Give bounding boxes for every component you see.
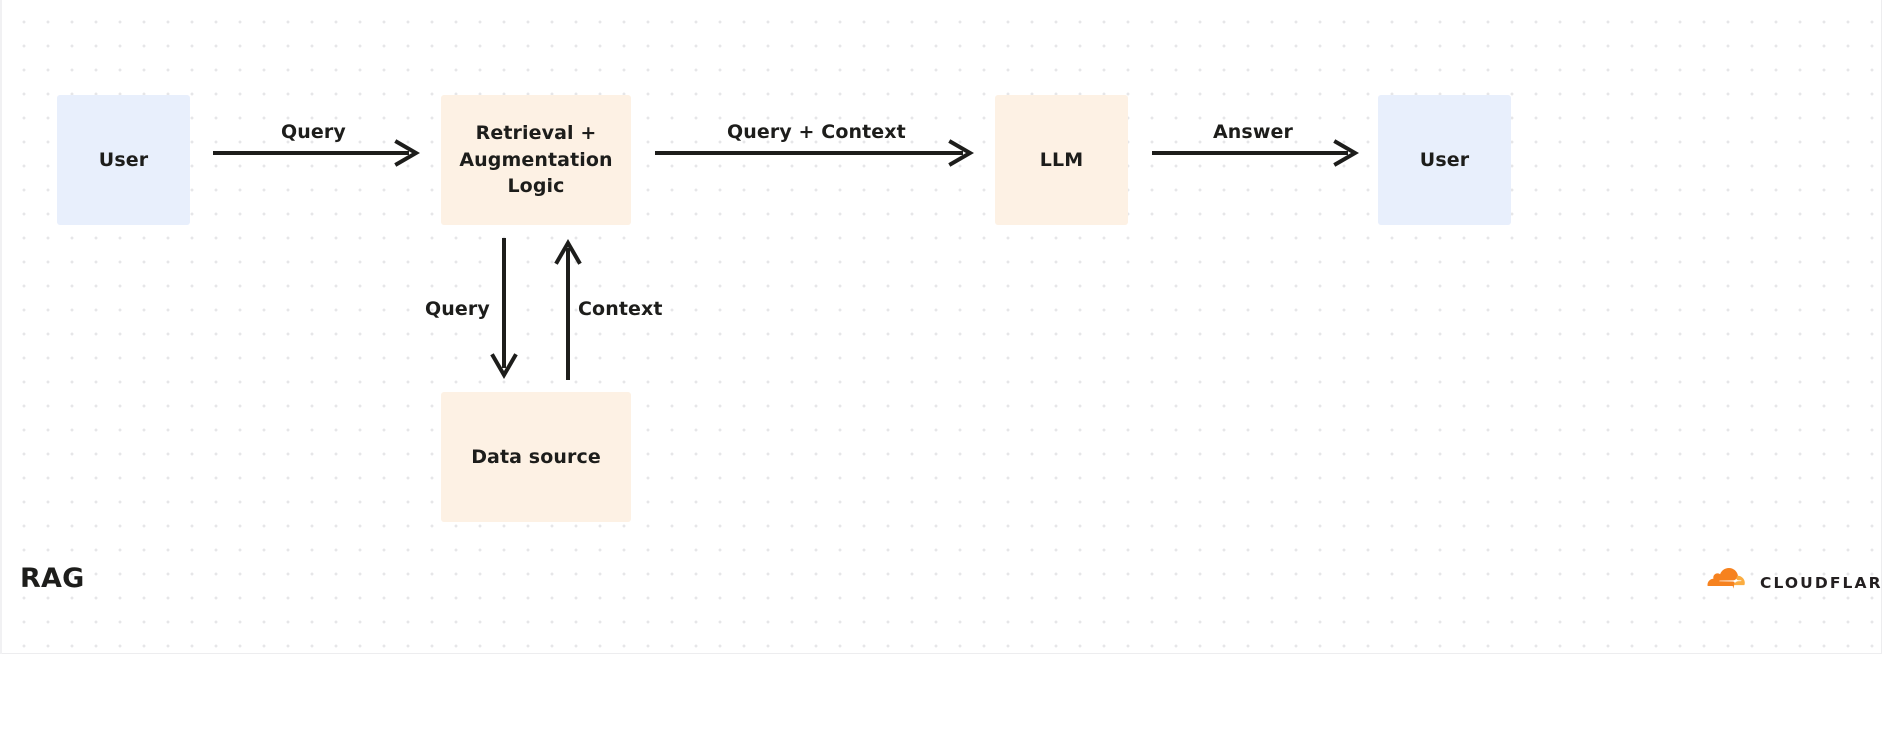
edge-label-query-context: Query + Context — [727, 121, 906, 143]
cloudflare-logo: CLOUDFLARE — [1703, 568, 1882, 598]
edge-arrow-query-context-logic-to-llm — [655, 139, 977, 167]
edge-arrow-answer-llm-to-user — [1152, 139, 1362, 167]
node-retrieval-augmentation-logic-label: Retrieval + Augmentation Logic — [459, 121, 613, 198]
edge-label-query-user-to-logic: Query — [281, 121, 346, 143]
node-user-right[interactable]: User — [1378, 95, 1511, 225]
diagram-caption: RAG — [20, 563, 85, 594]
edge-label-query-down: Query — [425, 298, 490, 320]
node-data-source-label: Data source — [471, 445, 601, 468]
cloudflare-wordmark: CLOUDFLARE — [1760, 574, 1882, 592]
edge-arrow-query-logic-to-data-source — [488, 238, 520, 380]
dotted-grid-canvas — [0, 0, 1882, 654]
cloud-icon — [1703, 568, 1751, 598]
node-data-source[interactable]: Data source — [441, 392, 631, 522]
node-llm[interactable]: LLM — [995, 95, 1128, 225]
node-retrieval-augmentation-logic[interactable]: Retrieval + Augmentation Logic — [441, 95, 631, 225]
edge-arrow-query-user-to-logic — [213, 139, 423, 167]
edge-label-answer: Answer — [1213, 121, 1293, 143]
node-user-left-label: User — [98, 148, 149, 171]
node-user-right-label: User — [1419, 148, 1470, 171]
node-user-left[interactable]: User — [57, 95, 190, 225]
edge-arrow-context-data-source-to-logic — [552, 238, 584, 380]
canvas-left-edge — [0, 0, 2, 654]
node-llm-label: LLM — [1039, 148, 1084, 171]
edge-label-context-up: Context — [578, 298, 663, 320]
